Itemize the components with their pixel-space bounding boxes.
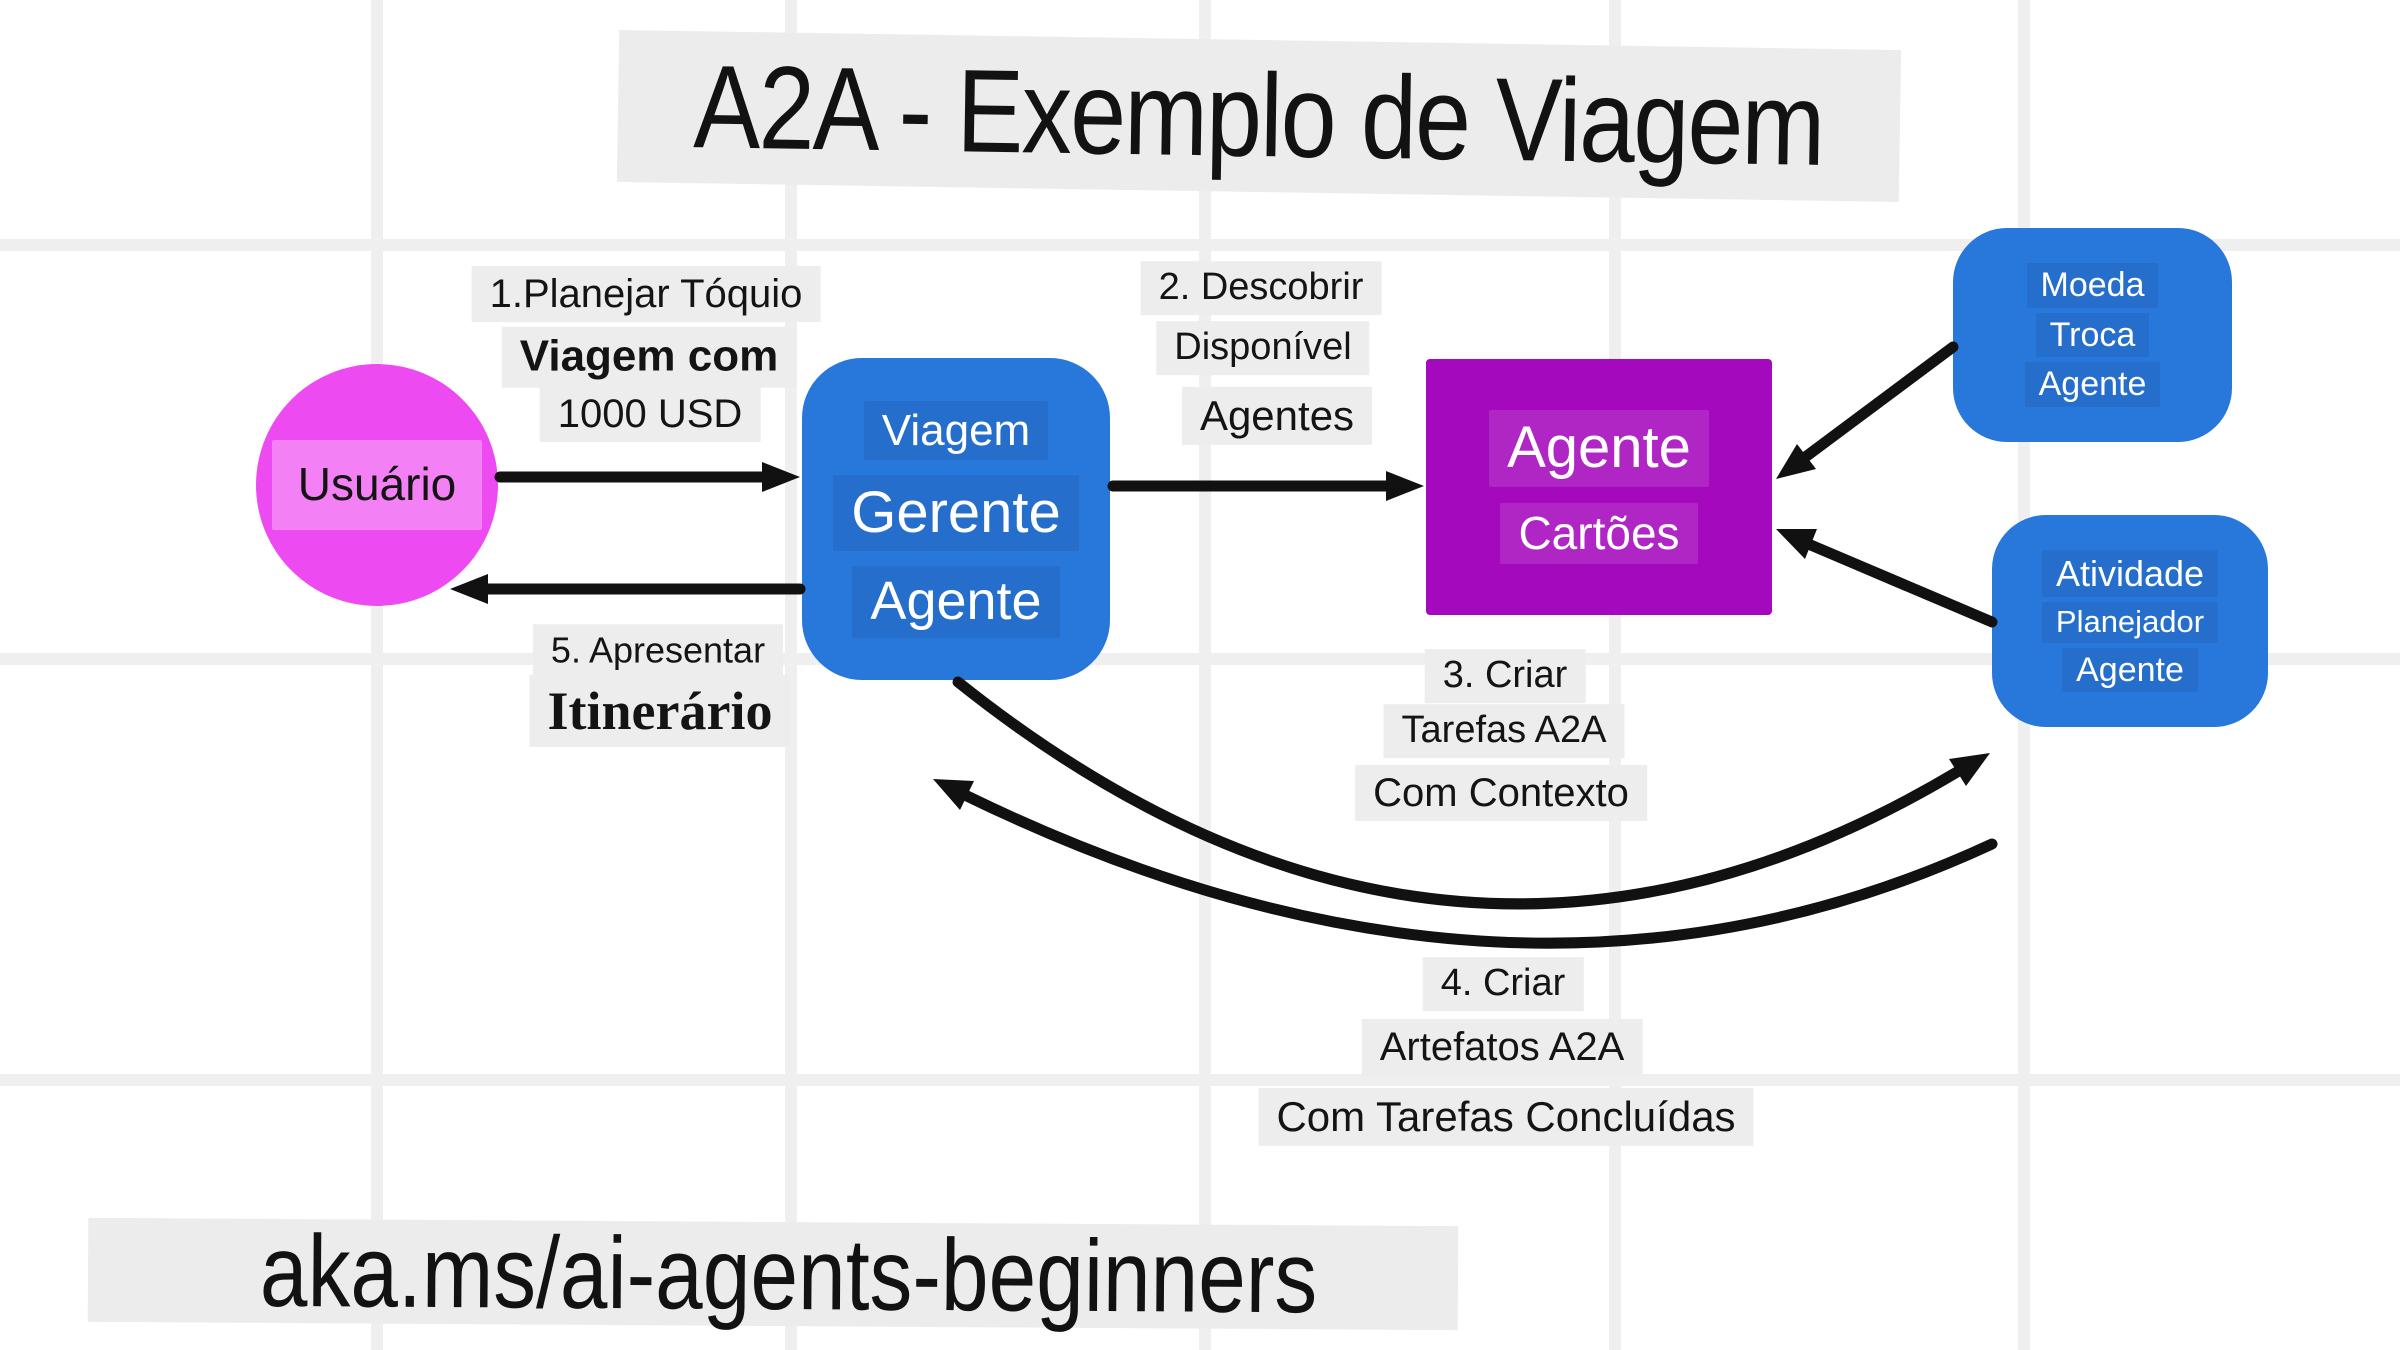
node-manager-line: Gerente: [833, 474, 1079, 551]
label-step4-line3: Com Tarefas Concluídas: [1258, 1087, 1754, 1147]
page-title: A2A - Exemplo de Viagem: [693, 41, 1825, 191]
label-step2-line2: Disponível: [1156, 321, 1370, 375]
node-currency-line: Moeda: [2026, 263, 2159, 308]
arrow-step2-manager-to-cards: [1107, 471, 1424, 501]
label-step5-line1: 5. Apresentar: [532, 624, 784, 676]
grid-line-horizontal: [0, 239, 2400, 251]
node-cards-line: Cartões: [1500, 502, 1698, 564]
grid-line-horizontal: [0, 1074, 2400, 1086]
node-currency-exchange-agent: Moeda Troca Agente: [1953, 228, 2232, 442]
node-user: Usuário: [256, 364, 498, 606]
arrow-line: [1800, 537, 1998, 628]
label-step4-line1: 4. Criar: [1422, 957, 1584, 1011]
arrow-step5-manager-to-user: [450, 574, 806, 604]
label-step3-line2: Tarefas A2A: [1383, 704, 1625, 758]
node-planner-line: Agente: [2062, 647, 2198, 693]
node-agent-cards: Agente Cartões: [1426, 359, 1772, 615]
footer-link-text: aka.ms/ai-agents-beginners: [259, 1213, 1318, 1334]
label-step1-line1: 1.Planejar Tóquio: [471, 266, 821, 322]
node-manager-line: Agente: [852, 566, 1060, 638]
arrow-planner-to-cards: [1776, 529, 1998, 628]
label-step3-line3: Com Contexto: [1355, 765, 1647, 821]
grid-line-vertical: [1609, 0, 1621, 1350]
label-step5-line2: Itinerário: [529, 674, 791, 748]
arrow-line: [1794, 341, 1959, 467]
label-step1-line2: Viagem com: [501, 326, 797, 388]
label-step2-line1: 2. Descobrir: [1140, 261, 1382, 315]
node-cards-line: Agente: [1489, 410, 1709, 487]
node-manager-line: Viagem: [863, 400, 1049, 460]
arrow-currency-to-cards: [1776, 341, 1959, 479]
arrowhead-icon: [1386, 471, 1424, 501]
label-step1-line3: 1000 USD: [539, 386, 761, 442]
label-step3-line1: 3. Criar: [1424, 649, 1586, 703]
footer-banner: aka.ms/ai-agents-beginners: [87, 1213, 1459, 1334]
node-travel-manager-agent: Viagem Gerente Agente: [802, 358, 1110, 680]
node-currency-line: Agente: [2024, 362, 2161, 407]
node-planner-line: Atividade: [2041, 549, 2219, 597]
title-banner: A2A - Exemplo de Viagem: [616, 29, 1902, 203]
arrowhead-icon: [933, 779, 974, 810]
arrow-step1-user-to-manager: [494, 462, 800, 492]
label-step2-line3: Agentes: [1181, 386, 1373, 446]
arrowhead-icon: [450, 574, 488, 604]
node-currency-line: Troca: [2035, 312, 2150, 358]
arrowhead-icon: [1949, 753, 1990, 786]
arrowhead-icon: [1776, 444, 1816, 479]
node-activity-planner-agent: Atividade Planejador Agente: [1992, 515, 2268, 727]
arrowhead-icon: [1776, 529, 1817, 559]
grid-line-vertical: [1199, 0, 1211, 1350]
grid-line-vertical: [371, 0, 383, 1350]
node-planner-line: Planejador: [2041, 601, 2219, 643]
label-step4-line2: Artefatos A2A: [1361, 1019, 1643, 1075]
node-user-label: Usuário: [271, 440, 483, 530]
